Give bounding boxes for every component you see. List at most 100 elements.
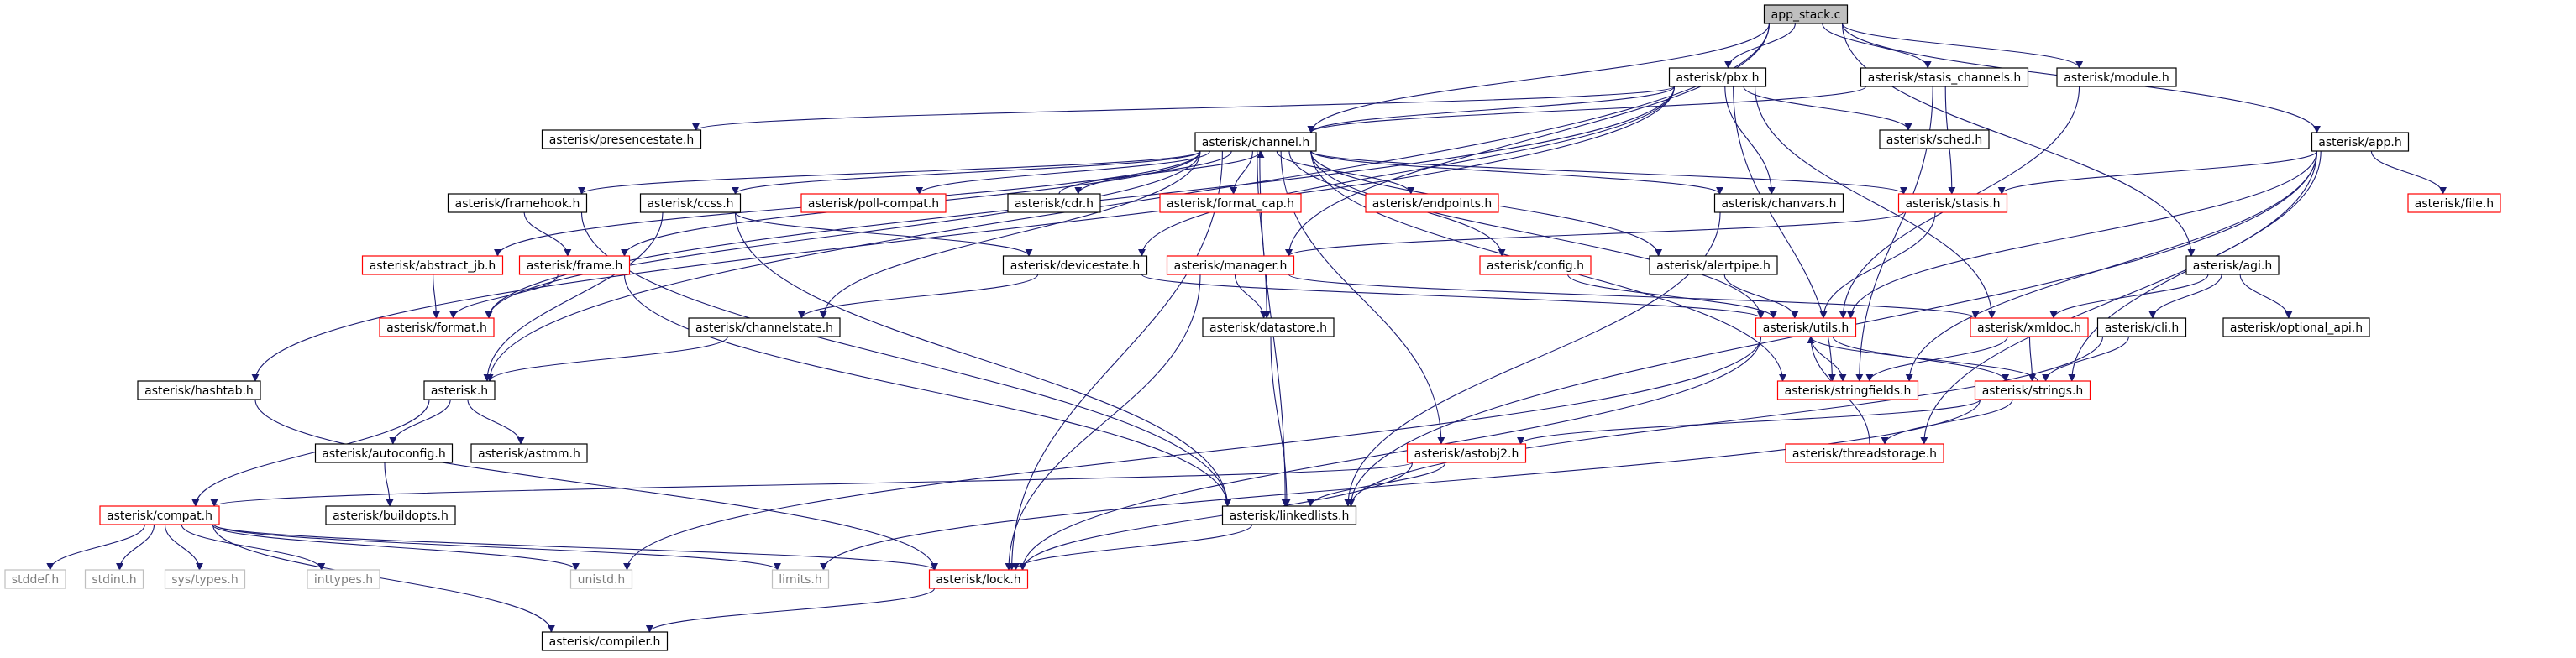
node-box [99,505,220,525]
edge-ccss-h-to-linkedlists-h [734,212,1231,507]
node-presencestate-h[interactable]: asterisk/presencestate.h [541,129,702,149]
edge-compat-h-to-limits-h [213,524,781,571]
node-sched-h[interactable]: asterisk/sched.h [1879,129,1990,149]
node-abstract-jb-h[interactable]: asterisk/abstract_jb.h [361,255,504,275]
node-format-cap-h[interactable]: asterisk/format_cap.h [1159,193,1302,213]
node-app-h[interactable]: asterisk/app.h [2311,132,2410,152]
edge-astobj2-h-to-linkedlists-h [1306,462,1446,507]
edge-pbx-h-to-chanvars-h [1724,86,1776,195]
node-module-h[interactable]: asterisk/module.h [2056,67,2177,87]
node-file-h[interactable]: asterisk/file.h [2407,193,2501,213]
node-box [541,631,669,651]
node-hashtab-h[interactable]: asterisk/hashtab.h [137,380,261,400]
edge-utils-h-to-unistd-h [623,336,1762,571]
node-asterisk-h[interactable]: asterisk.h [423,380,496,400]
node-label: inttypes.h [314,573,373,587]
node-label: asterisk/config.h [1487,259,1584,273]
node-utils-h[interactable]: asterisk/utils.h [1755,317,1857,337]
node-box [1879,129,1990,149]
node-label: asterisk/format_cap.h [1167,197,1294,211]
edge-frame-h-to-format-h [449,274,559,319]
node-datastore-h[interactable]: asterisk/datastore.h [1202,317,1335,337]
node-chanvars-h[interactable]: asterisk/chanvars.h [1713,193,1844,213]
node-box [1166,255,1295,275]
node-app-stack-c[interactable]: app_stack.c [1763,4,1849,24]
node-channel-h[interactable]: asterisk/channel.h [1194,132,1317,152]
node-pbx-h[interactable]: asterisk/pbx.h [1668,67,1767,87]
node-linkedlists-h[interactable]: asterisk/linkedlists.h [1221,505,1357,525]
node-stringfields-h[interactable]: asterisk/stringfields.h [1776,380,1919,400]
edge-pbx-h-to-xmldoc-h [1754,86,1996,319]
edge-compat-h-to-lock-h [213,524,938,571]
node-autoconfig-h[interactable]: asterisk/autoconfig.h [314,443,454,463]
node-box [2185,255,2280,275]
node-label: asterisk/module.h [2064,71,2169,85]
node-box [1755,317,1857,337]
edge-channel-h-to-endpoints-h [1276,150,1415,195]
node-stasis-channels-h[interactable]: asterisk/stasis_channels.h [1860,67,2029,87]
node-box [314,443,454,463]
edge-autoconfig-h-to-buildopts-h [384,462,394,507]
edge-frame-h-to-linkedlists-h [623,274,1231,507]
node-astobj2-h[interactable]: asterisk/astobj2.h [1406,443,1527,463]
node-label: asterisk/pbx.h [1676,71,1759,85]
node-compiler-h[interactable]: asterisk/compiler.h [541,631,669,651]
edge-pbx-h-to-sched-h [1743,86,1912,131]
node-compat-h[interactable]: asterisk/compat.h [99,505,220,525]
node-manager-h[interactable]: asterisk/manager.h [1166,255,1295,275]
node-channelstate-h[interactable]: asterisk/channelstate.h [688,317,841,337]
node-cdr-h[interactable]: asterisk/cdr.h [1007,193,1101,213]
node-label: asterisk/autoconfig.h [322,447,445,461]
node-label: asterisk/strings.h [1982,384,2084,398]
node-box [1479,255,1592,275]
node-box [361,255,504,275]
node-poll-compat-h[interactable]: asterisk/poll-compat.h [800,193,947,213]
node-label: asterisk/endpoints.h [1372,197,1492,211]
node-threadstorage-h[interactable]: asterisk/threadstorage.h [1785,443,1944,463]
node-box [84,569,144,589]
nodes-layer: app_stack.c asterisk/pbx.h asterisk/stasis… [4,4,2501,651]
node-xmldoc-h[interactable]: asterisk/xmldoc.h [1970,317,2089,337]
edge-app-stack-c-to-module-h [1841,23,2084,69]
node-buildopts-h[interactable]: asterisk/buildopts.h [325,505,456,525]
node-framehook-h[interactable]: asterisk/framehook.h [447,193,588,213]
node-optional-api-h[interactable]: asterisk/optional_api.h [2222,317,2370,337]
node-astmm-h[interactable]: asterisk/astmm.h [470,443,588,463]
node-endpoints-h[interactable]: asterisk/endpoints.h [1365,193,1499,213]
node-ccss-h[interactable]: asterisk/ccss.h [639,193,742,213]
edge-devicestate-h-to-utils-h [1141,274,1765,319]
edge-channel-h-to-utils-h [1310,150,1765,319]
node-box [1897,193,2008,213]
node-box [928,569,1029,589]
node-box [379,317,495,337]
node-box [164,569,246,589]
edge-hashtab-h-to-lock-h [254,399,938,571]
edge-lock-h-to-compiler-h [646,588,936,633]
node-frame-h[interactable]: asterisk/frame.h [518,255,631,275]
node-box [1007,193,1101,213]
node-cli-h[interactable]: asterisk/cli.h [2096,317,2187,337]
node-stdint-h[interactable]: stdint.h [84,569,144,589]
node-lock-h[interactable]: asterisk/lock.h [928,569,1029,589]
edge-stasis-h-to-manager-h [1285,212,1905,257]
node-devicestate-h[interactable]: asterisk/devicestate.h [1002,255,1148,275]
node-limits-h[interactable]: limits.h [771,569,830,589]
node-format-h[interactable]: asterisk/format.h [379,317,495,337]
node-stddef-h[interactable]: stddef.h [4,569,66,589]
edge-asterisk-h-to-compat-h [191,399,430,507]
node-box [447,193,588,213]
node-agi-h[interactable]: asterisk/agi.h [2185,255,2280,275]
node-label: asterisk/framehook.h [455,197,580,211]
edge-pbx-h-to-hashtab-h [251,86,1676,382]
edge-pbx-h-to-devicestate-h [1138,86,1676,257]
node-config-h[interactable]: asterisk/config.h [1479,255,1592,275]
node-sys-types-h[interactable]: sys/types.h [164,569,246,589]
node-stasis-h[interactable]: asterisk/stasis.h [1897,193,2008,213]
node-strings-h[interactable]: asterisk/strings.h [1974,380,2091,400]
node-inttypes-h[interactable]: inttypes.h [307,569,380,589]
node-unistd-h[interactable]: unistd.h [569,569,633,589]
node-label: asterisk/agi.h [2193,259,2272,273]
node-alertpipe-h[interactable]: asterisk/alertpipe.h [1649,255,1778,275]
node-box [423,380,496,400]
